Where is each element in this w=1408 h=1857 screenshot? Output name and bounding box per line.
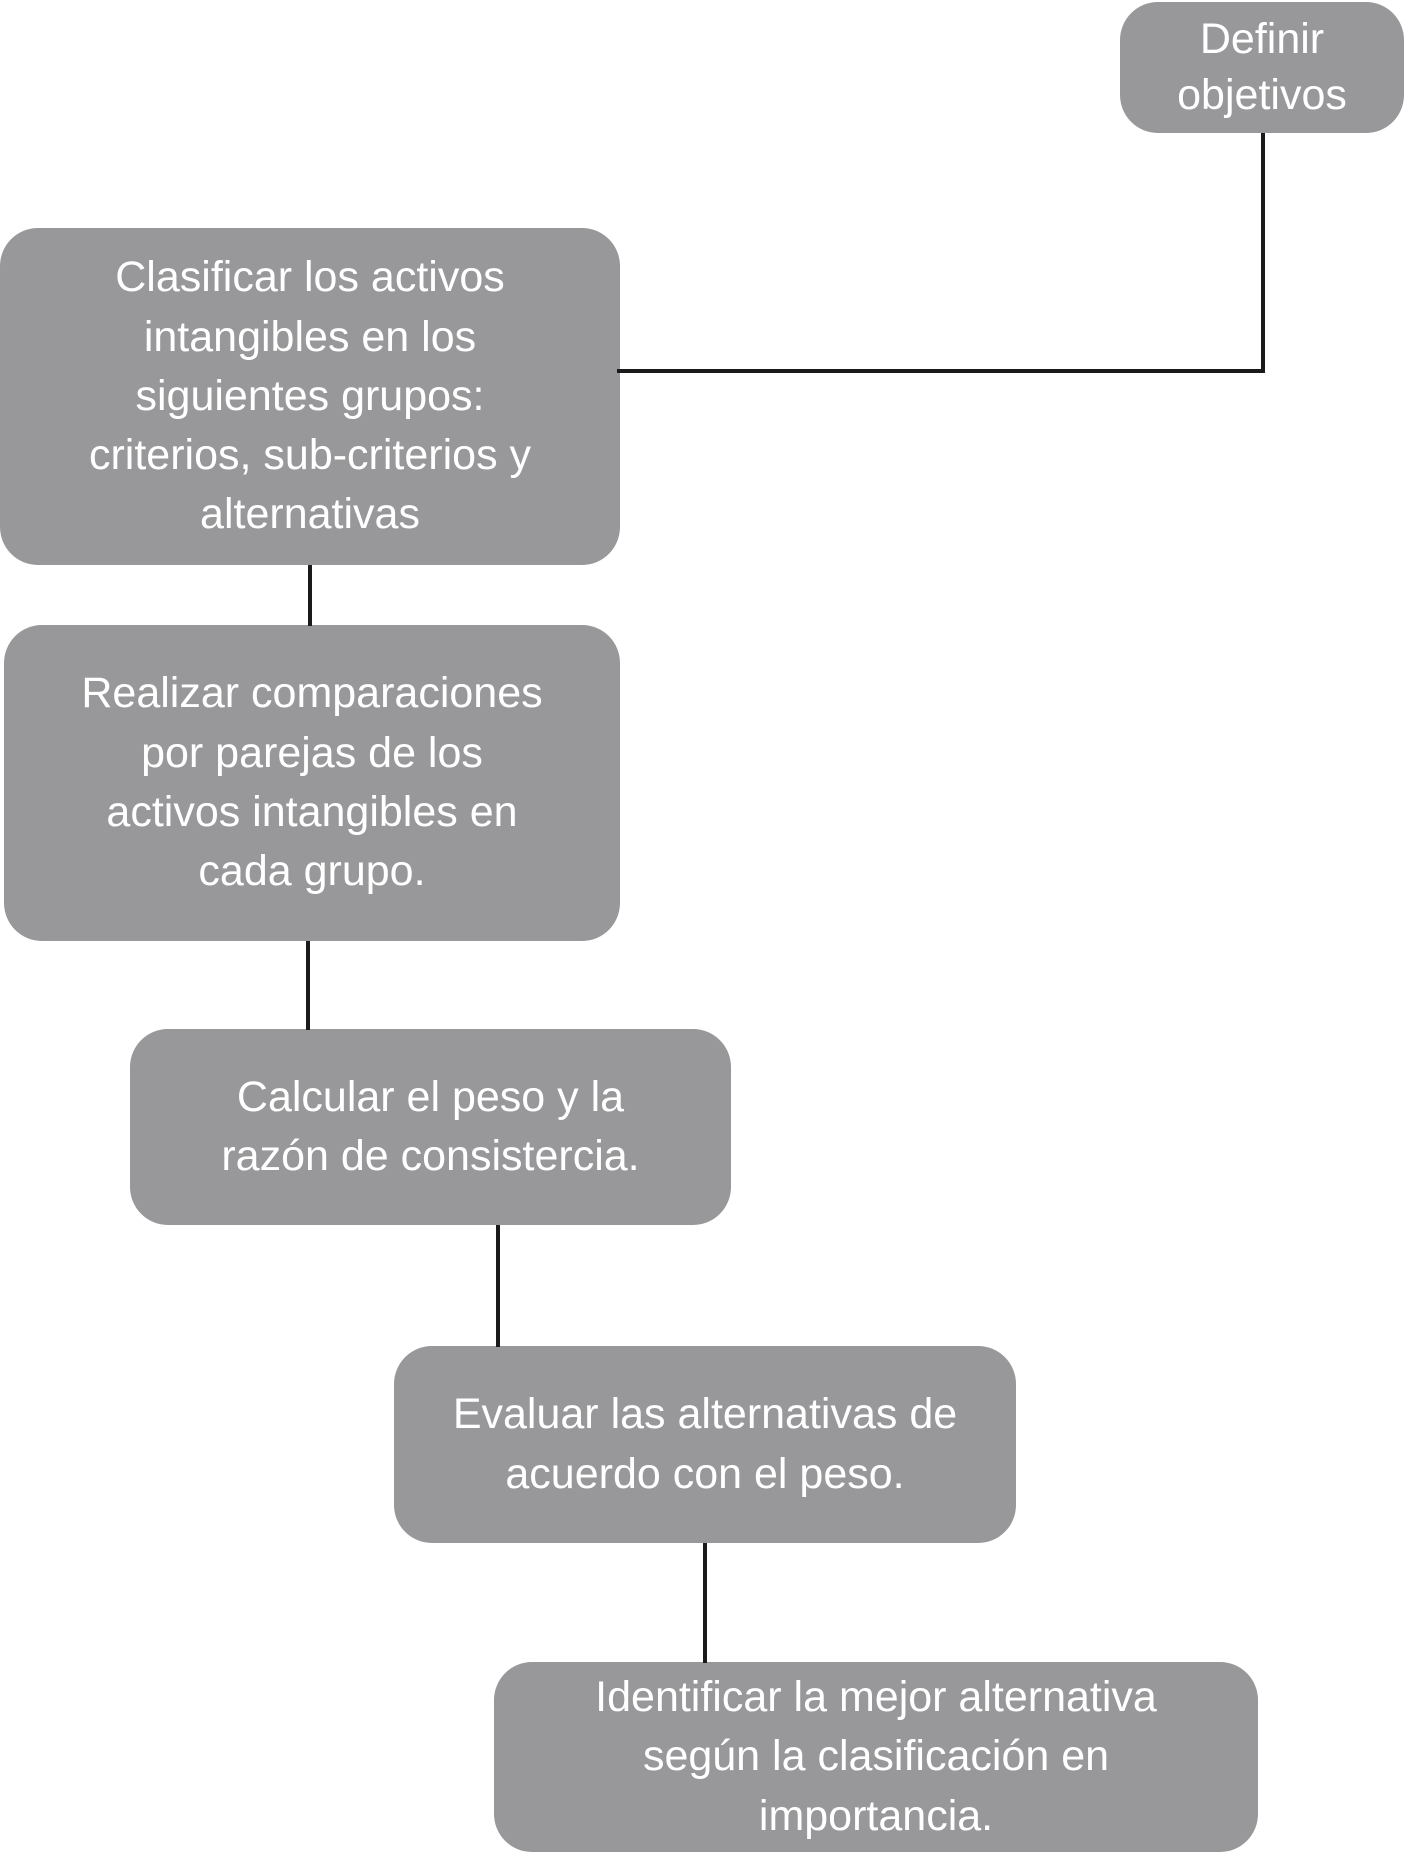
connector-step2-step3 [308,565,312,626]
connector-step1-step2-horizontal [617,369,1265,373]
flow-step-definir-objetivos: Definir objetivos [1120,2,1404,133]
connector-step1-step2-vertical [1261,133,1265,373]
flow-step-clasificar-activos: Clasificar los activos intangibles en lo… [0,228,620,565]
connector-step4-step5 [496,1225,500,1347]
connector-step5-step6 [703,1543,707,1663]
flow-step-realizar-comparaciones: Realizar comparaciones por parejas de lo… [4,625,620,941]
connector-step3-step4 [306,941,310,1030]
flow-step-evaluar-alternativas: Evaluar las alternativas de acuerdo con … [394,1346,1016,1543]
flow-step-identificar-mejor-alternativa: Identificar la mejor alternativa según l… [494,1662,1258,1852]
flow-step-calcular-peso: Calcular el peso y la razón de consister… [130,1029,731,1225]
